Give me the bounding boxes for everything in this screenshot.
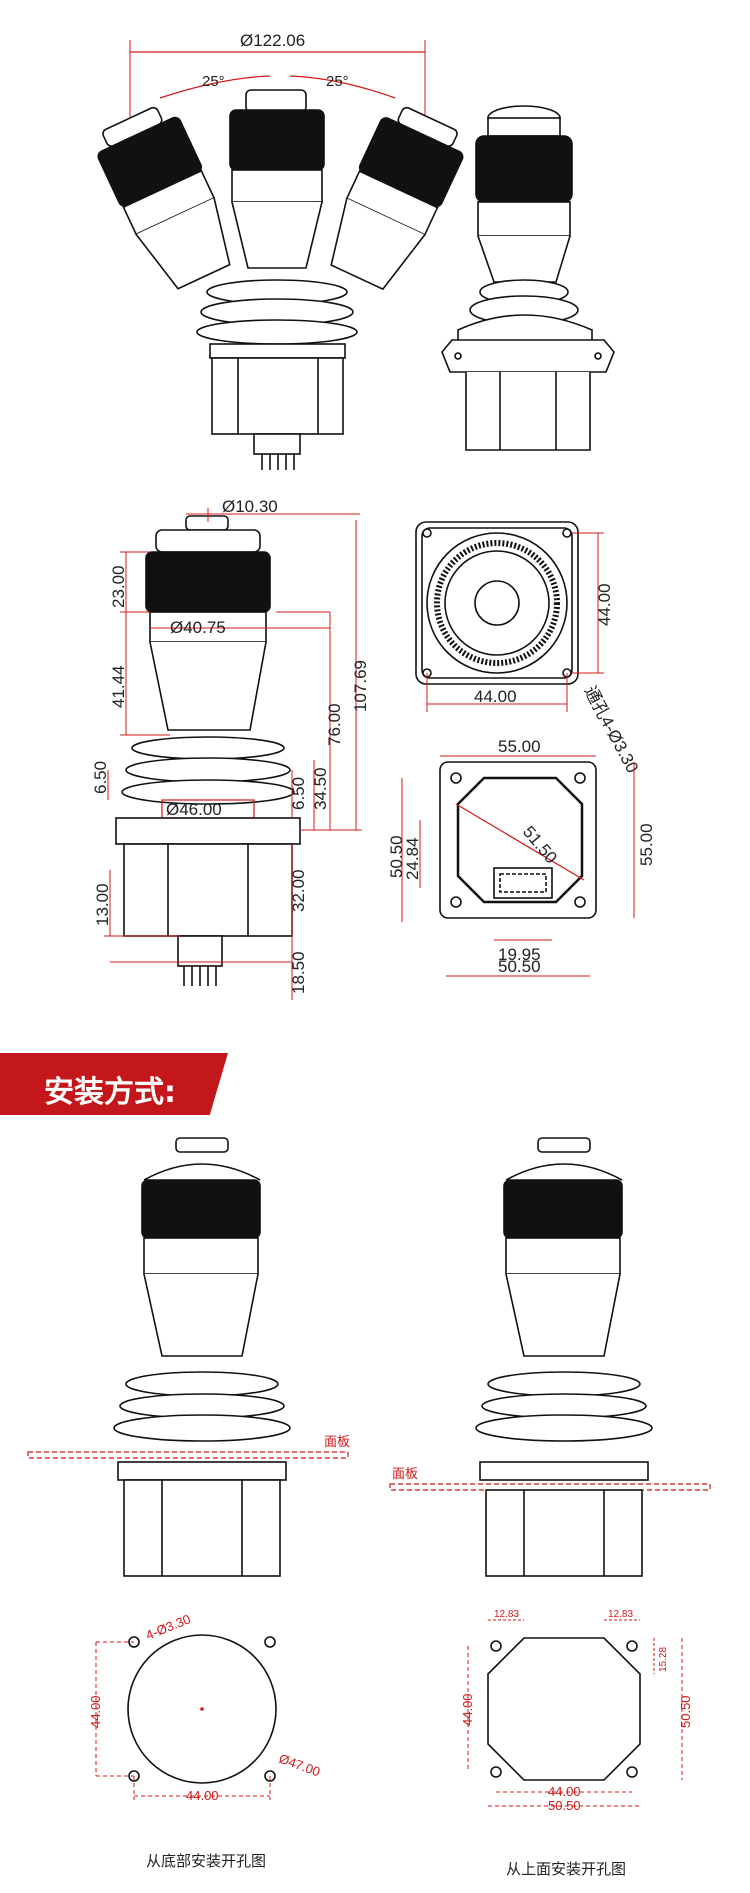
cutout-top-corner-right: 12.83 (608, 1609, 633, 1620)
panel-label-left: 面板 (324, 1434, 350, 1449)
dim-boot-dia: Ø46.00 (166, 800, 222, 819)
cutout-bottom-horizontal: 44.00 (186, 1788, 219, 1803)
dim-tilt-left: 25° (202, 73, 225, 90)
cutout-top-vertical: 44.00 (460, 1693, 475, 1726)
dim-boot-gap: 6.50 (91, 761, 110, 794)
dim-knob-height: 23.00 (109, 565, 128, 608)
cutout-top-horizontal-outer: 50.50 (548, 1798, 581, 1813)
cutout-top-corner-side: 15.28 (658, 1647, 669, 1672)
tilted-front-view: Ø122.06 25° 25° (97, 31, 464, 470)
cutout-bottom-circle: Ø47.00 (277, 1751, 322, 1780)
dim-top-button: Ø10.30 (222, 497, 278, 516)
isometric-view (441, 105, 615, 451)
base-bottom-view: 51.50 55.00 55.00 50.50 24.84 19.95 50.5… (387, 737, 656, 977)
dim-grip-dia: Ø40.75 (170, 618, 226, 637)
dim-flange-gap: 6.50 (289, 777, 308, 810)
dim-connector: 19.95 (498, 945, 541, 964)
dim-pins-18: 18.50 (289, 951, 308, 994)
caption-bottom-mount: 从底部安装开孔图 (146, 1852, 266, 1870)
mount-from-bottom: 面板 (27, 1137, 350, 1577)
dim-base-width-top: 55.00 (498, 737, 541, 756)
side-dimension-view: Ø10.30 Ø40.75 23.00 41.44 Ø46.00 6.50 (91, 497, 370, 1000)
dim-base-height-right: 55.00 (637, 823, 656, 866)
mount-from-top: 面板 (389, 1137, 711, 1577)
panel-label-right: 面板 (392, 1466, 418, 1481)
cutout-top-horizontal-inner: 44.00 (548, 1784, 581, 1799)
dim-base-13: 13.00 (93, 883, 112, 926)
section-title: 安装方式: (44, 1075, 176, 1110)
dim-grip-height: 41.44 (109, 665, 128, 708)
cutout-bottom-mount: 4-Ø3.30 44.00 44.00 Ø47.00 从底部安装开孔图 (88, 1611, 322, 1870)
dim-height-total: 107.69 (351, 660, 370, 712)
cutout-bottom-vertical: 44.00 (88, 1695, 103, 1728)
cutout-top-corner-left: 12.83 (494, 1609, 519, 1620)
dim-top-square-h: 44.00 (595, 583, 614, 626)
dim-base-bottom: 50.50 (498, 957, 541, 976)
dim-overall-width: Ø122.06 (240, 31, 305, 50)
dim-height-34: 34.50 (311, 767, 330, 810)
dim-base-left-inner: 24.84 (403, 837, 422, 880)
section-banner (0, 1053, 228, 1115)
dim-tilt-right: 25° (326, 73, 349, 90)
caption-top-mount: 从上面安装开孔图 (506, 1860, 626, 1878)
dim-base-left-outer: 50.50 (387, 835, 406, 878)
cutout-top-vertical-outer: 50.50 (678, 1695, 693, 1728)
dim-body-32: 32.00 (289, 869, 308, 912)
dim-height-76: 76.00 (325, 703, 344, 746)
cutout-top-mount: 12.83 12.83 15.28 44.00 50.50 44.00 50.5… (460, 1609, 693, 1878)
cutout-bottom-holes: 4-Ø3.30 (144, 1611, 193, 1643)
dim-top-square-w: 44.00 (474, 687, 517, 706)
